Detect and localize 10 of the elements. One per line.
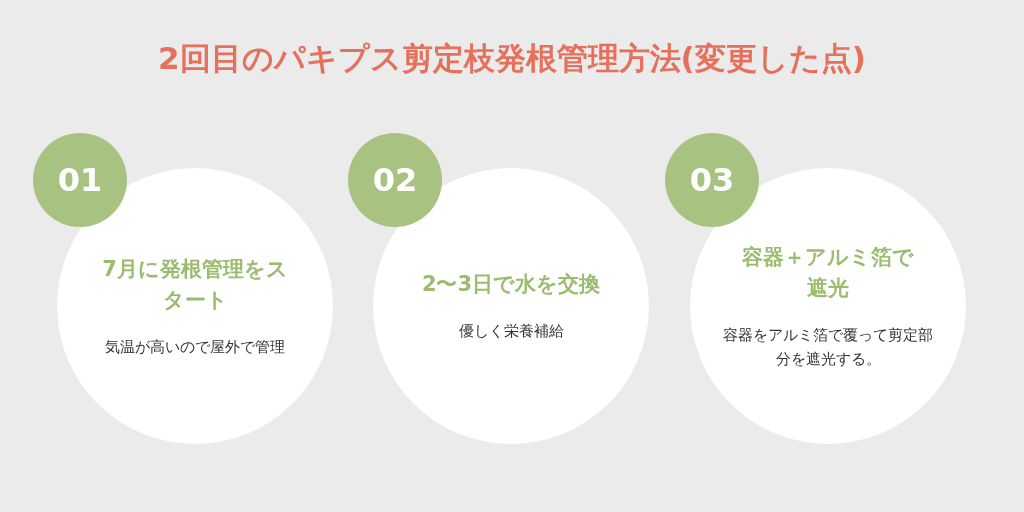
step-description: 容器をアルミ箔で覆って剪定部分を遮光する。 — [722, 324, 934, 370]
step-number-badge: 03 — [665, 133, 759, 227]
step-heading: 容器＋アルミ箔で遮光 — [741, 243, 915, 302]
title: 2回目のパキプス剪定枝発根管理方法(変更した点) — [158, 40, 866, 76]
step-heading: 7月に発根管理をスタート — [101, 255, 289, 314]
step-description: 優しく栄養補給 — [457, 320, 565, 342]
step-description: 気温が高いので屋外で管理 — [104, 336, 286, 358]
step-number-badge: 02 — [348, 133, 442, 227]
step-number-badge: 01 — [33, 133, 127, 227]
step-heading: 2〜3日で水を交換 — [420, 271, 602, 299]
